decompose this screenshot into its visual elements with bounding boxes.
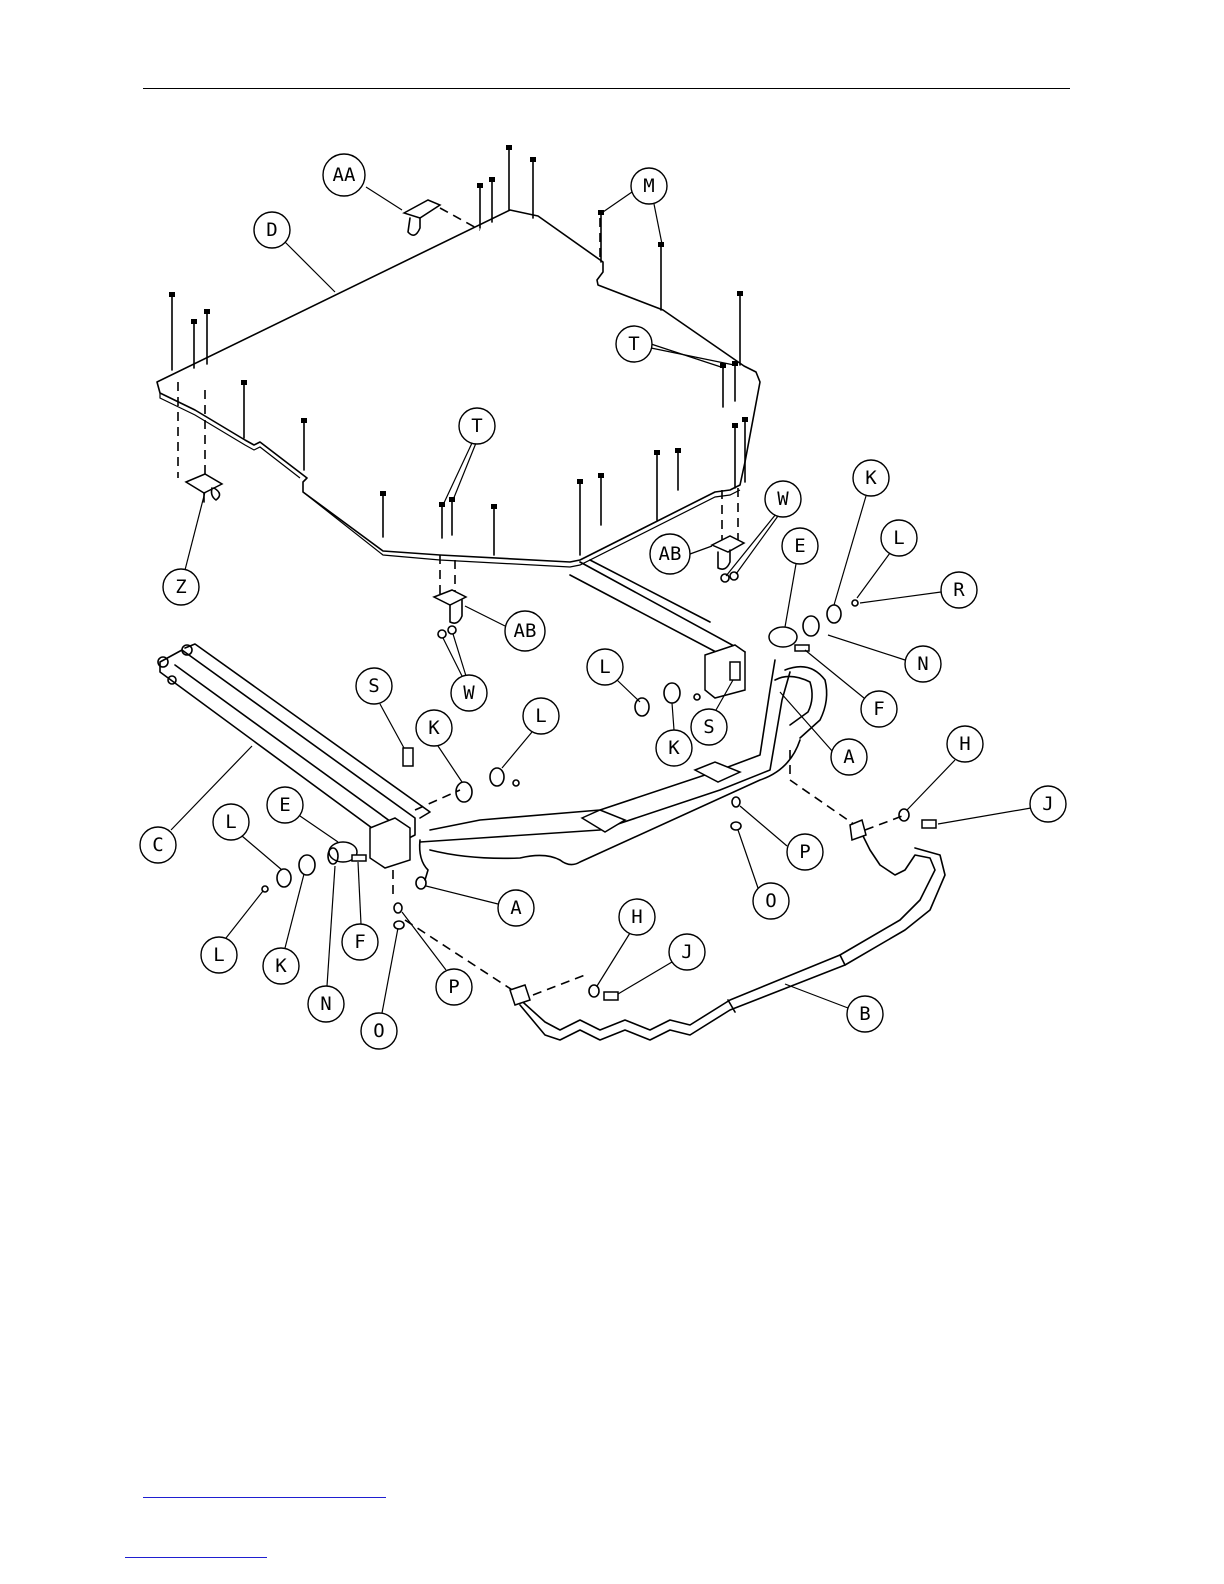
callout-S-left: S [356, 668, 404, 748]
svg-text:W: W [777, 488, 789, 510]
callout-N-left: N [308, 866, 344, 1022]
seat-plate-edge [160, 393, 740, 567]
svg-text:H: H [959, 733, 970, 755]
svg-text:Z: Z [175, 576, 186, 598]
callout-H-bottom: H [597, 899, 655, 986]
svg-text:K: K [428, 717, 440, 739]
svg-text:R: R [953, 579, 965, 601]
svg-text:W: W [463, 682, 475, 704]
callout-L-left-mid: L [502, 698, 559, 768]
callout-AA: AA [323, 154, 402, 210]
svg-text:N: N [917, 653, 928, 675]
svg-text:K: K [275, 955, 287, 977]
footer-link-underline[interactable] [143, 1497, 386, 1498]
callout-K-mid: K [656, 703, 692, 766]
callout-N-right: N [828, 635, 941, 682]
svg-text:L: L [893, 527, 904, 549]
svg-text:C: C [152, 834, 163, 856]
svg-text:K: K [668, 737, 680, 759]
svg-text:L: L [225, 811, 236, 833]
svg-text:L: L [599, 656, 610, 678]
callout-E-right: E [782, 528, 818, 627]
svg-text:T: T [471, 415, 482, 437]
svg-text:S: S [368, 675, 379, 697]
svg-text:S: S [703, 716, 714, 738]
svg-text:L: L [535, 705, 546, 727]
svg-text:AB: AB [659, 543, 682, 565]
callout-AB-right: AB [650, 534, 712, 574]
callout-Z: Z [163, 492, 205, 605]
svg-text:O: O [765, 890, 776, 912]
svg-text:B: B [859, 1003, 870, 1025]
callout-layer: AA D M T T [140, 154, 1066, 1049]
bracket-aa [404, 200, 440, 235]
svg-text:A: A [510, 897, 522, 919]
callout-M: M [603, 168, 667, 244]
bracket-ab-center [434, 590, 466, 638]
svg-text:D: D [266, 219, 277, 241]
callout-D: D [254, 212, 335, 292]
svg-text:O: O [373, 1020, 384, 1042]
svg-text:L: L [213, 944, 224, 966]
seat-plate-outline [157, 210, 760, 562]
callout-W-center: W [443, 634, 487, 711]
svg-text:E: E [279, 794, 290, 816]
svg-text:M: M [643, 175, 654, 197]
svg-text:J: J [681, 941, 692, 963]
svg-text:F: F [873, 698, 884, 720]
callout-L-top-right: L [857, 520, 917, 598]
svg-text:K: K [865, 467, 877, 489]
callout-A-right: A [780, 692, 867, 775]
callout-H-right: H [907, 726, 983, 810]
callout-J-bottom: J [618, 934, 705, 994]
callout-F-right: F [805, 650, 897, 727]
callout-K-left-lower: K [263, 874, 304, 984]
callout-AB-center: AB [465, 606, 545, 651]
callout-B: B [785, 984, 883, 1032]
svg-text:P: P [448, 976, 459, 998]
svg-text:J: J [1042, 793, 1053, 815]
callout-P-left: P [402, 912, 472, 1005]
svg-text:H: H [631, 906, 642, 928]
svg-text:P: P [799, 841, 810, 863]
cross-member [420, 560, 827, 880]
callout-P-right: P [740, 806, 823, 870]
callout-F-left: F [342, 862, 378, 960]
callout-L-left-lower: L [201, 891, 263, 973]
svg-text:AA: AA [333, 164, 356, 186]
svg-text:E: E [794, 535, 805, 557]
callout-K-left-mid: K [416, 710, 462, 782]
svg-text:T: T [628, 333, 639, 355]
svg-text:F: F [354, 931, 365, 953]
callout-A-left: A [426, 886, 534, 926]
svg-text:AB: AB [514, 620, 537, 642]
callout-O-right: O [738, 830, 789, 919]
callout-J-right: J [938, 786, 1066, 824]
assembly-dash-lines [178, 208, 905, 995]
svg-text:N: N [320, 993, 331, 1015]
svg-text:A: A [843, 746, 855, 768]
callout-L-mid: L [587, 649, 640, 702]
callout-T-center: T [443, 408, 495, 505]
callout-K-top-right: K [834, 460, 889, 605]
footer-link-underline-secondary[interactable] [125, 1557, 267, 1558]
callout-R: R [860, 572, 977, 608]
